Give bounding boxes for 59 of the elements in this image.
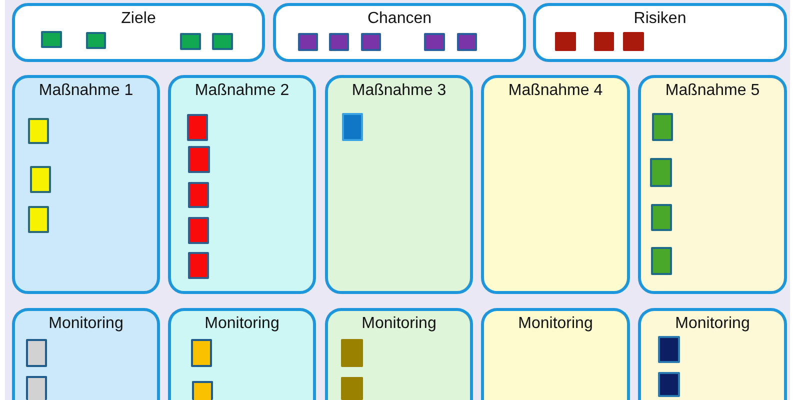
card-icon bbox=[41, 31, 62, 48]
card-icon bbox=[26, 339, 47, 367]
monitoring-panel bbox=[12, 308, 160, 400]
panel-title: Maßnahme 3 bbox=[352, 82, 446, 100]
monitoring-panel bbox=[481, 308, 630, 400]
panel-title: Ziele bbox=[121, 10, 156, 28]
card-icon bbox=[188, 252, 209, 279]
monitoring-panel bbox=[638, 308, 787, 400]
column-panel bbox=[481, 75, 630, 294]
column-panel bbox=[325, 75, 473, 294]
panel-title: Monitoring bbox=[362, 315, 436, 333]
panel-title: Maßnahme 4 bbox=[508, 82, 603, 100]
card-icon bbox=[594, 32, 614, 51]
panel-title: Maßnahme 2 bbox=[194, 82, 290, 100]
panel-title: Monitoring bbox=[48, 315, 124, 333]
panel-title: Monitoring bbox=[675, 315, 750, 333]
column-panel bbox=[638, 75, 787, 294]
column-panel bbox=[12, 75, 160, 294]
panel-title: Monitoring bbox=[204, 315, 280, 333]
panel-title: Maßnahme 1 bbox=[38, 82, 134, 100]
category-panel bbox=[273, 3, 526, 62]
card-icon bbox=[652, 113, 673, 141]
card-icon bbox=[30, 166, 51, 193]
category-panel bbox=[533, 3, 787, 62]
card-icon bbox=[212, 33, 233, 50]
card-icon bbox=[623, 32, 644, 51]
panel-title: Maßnahme 5 bbox=[665, 82, 760, 100]
panel-title: Monitoring bbox=[518, 315, 593, 333]
card-icon bbox=[28, 118, 49, 144]
card-icon bbox=[361, 33, 381, 51]
card-icon bbox=[298, 33, 318, 51]
card-icon bbox=[188, 182, 209, 208]
column-panel bbox=[168, 75, 316, 294]
card-icon bbox=[341, 339, 363, 367]
card-icon bbox=[342, 113, 363, 141]
category-panel bbox=[12, 3, 265, 62]
monitoring-panel bbox=[168, 308, 316, 400]
card-icon bbox=[658, 336, 680, 363]
card-icon bbox=[26, 376, 47, 400]
card-icon bbox=[555, 32, 576, 51]
monitoring-panel bbox=[325, 308, 473, 400]
card-icon bbox=[187, 114, 208, 141]
card-icon bbox=[188, 217, 209, 244]
card-icon bbox=[86, 32, 106, 49]
card-icon bbox=[457, 33, 477, 51]
card-icon bbox=[329, 33, 349, 51]
panel-title: Risiken bbox=[634, 10, 686, 28]
card-icon bbox=[191, 339, 212, 367]
card-icon bbox=[651, 247, 672, 275]
card-icon bbox=[28, 206, 49, 233]
card-icon bbox=[424, 33, 445, 51]
card-icon bbox=[341, 377, 363, 400]
card-icon bbox=[651, 204, 672, 231]
panel-title: Chancen bbox=[367, 10, 432, 28]
card-icon bbox=[650, 158, 672, 187]
card-icon bbox=[188, 146, 210, 173]
card-icon bbox=[192, 381, 213, 400]
card-icon bbox=[180, 33, 201, 50]
card-icon bbox=[658, 372, 680, 397]
